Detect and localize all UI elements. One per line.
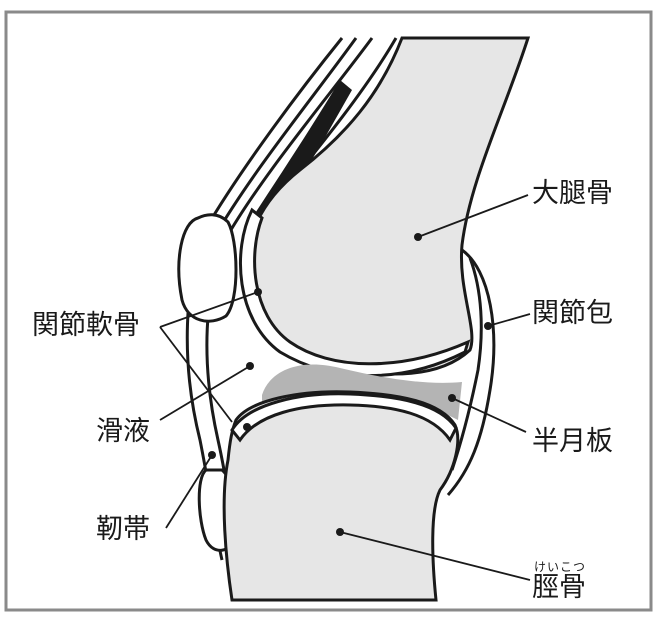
label-ligament: 靭帯 (96, 516, 150, 543)
label-tibia: 脛骨 (532, 574, 586, 601)
label-joint-capsule: 関節包 (532, 300, 613, 327)
label-meniscus: 半月板 (532, 428, 613, 455)
label-articular-cartilage: 関節軟骨 (32, 312, 140, 339)
label-femur: 大腿骨 (532, 180, 613, 207)
fat-pad-upper (179, 215, 236, 321)
label-synovial-fluid: 滑液 (96, 418, 150, 445)
